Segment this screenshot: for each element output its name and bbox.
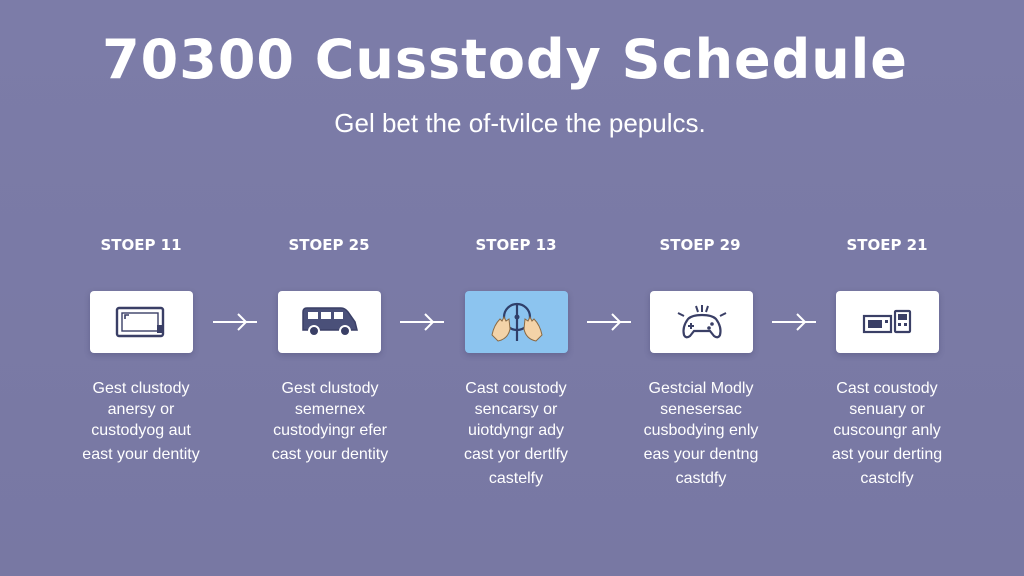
step-description-1: Gest clustody anersy or custodyog aut ea… bbox=[51, 378, 231, 465]
arrow-icon bbox=[587, 313, 631, 331]
desc-line: cuscoungr anly bbox=[833, 422, 941, 439]
step-label-2: STOEP 25 bbox=[288, 236, 370, 254]
desc-line: cusbodying enly bbox=[643, 422, 759, 439]
hands-icon bbox=[490, 302, 543, 342]
arrow-icon bbox=[772, 313, 816, 331]
desc-line: castdfy bbox=[675, 470, 727, 487]
page-subtitle: Gel bet the of-tvilce the pepulcs. bbox=[334, 108, 706, 138]
desc-line: custodyingr efer bbox=[273, 422, 387, 439]
step-description-5: Cast coustody senuary or cuscoungr anly … bbox=[797, 378, 977, 489]
step-description-3: Cast coustody sencarsy or uiotdyngr ady … bbox=[426, 378, 606, 489]
desc-line: sencarsy or bbox=[474, 401, 558, 418]
desc-line: east your dentity bbox=[82, 446, 200, 463]
step-label-4: STOEP 29 bbox=[659, 236, 741, 254]
van-icon bbox=[301, 307, 358, 337]
step-card-3[interactable] bbox=[465, 291, 568, 353]
desc-line: castclfy bbox=[860, 470, 914, 487]
desc-line: Gest clustody bbox=[281, 380, 379, 397]
desc-line: ast your derting bbox=[831, 446, 943, 463]
desc-line: anersy or bbox=[107, 401, 175, 418]
desc-line: semernex bbox=[294, 401, 366, 418]
desc-line: Gest clustody bbox=[92, 380, 190, 397]
page-title: 70300 Cusstody Schedule bbox=[102, 28, 908, 91]
desc-line: senuary or bbox=[849, 401, 925, 418]
desc-line: Cast coustody bbox=[836, 380, 938, 397]
desc-line: senesersac bbox=[660, 401, 742, 418]
tablet-icon bbox=[115, 306, 164, 338]
desc-line: cast yor dertlfy bbox=[463, 446, 569, 463]
devices-icon bbox=[862, 309, 911, 334]
desc-line: cast your dentity bbox=[271, 446, 389, 463]
gamepad-icon bbox=[677, 305, 726, 339]
step-label-5: STOEP 21 bbox=[846, 236, 928, 254]
desc-line: uiotdyngr ady bbox=[467, 422, 565, 439]
step-description-4: Gestcial Modly senesersac cusbodying enl… bbox=[611, 378, 791, 489]
step-label-3: STOEP 13 bbox=[475, 236, 557, 254]
step-label-1: STOEP 11 bbox=[100, 236, 182, 254]
arrow-icon bbox=[213, 313, 257, 331]
step-card-4[interactable] bbox=[650, 291, 753, 353]
step-description-2: Gest clustody semernex custodyingr efer … bbox=[240, 378, 420, 465]
step-card-1[interactable] bbox=[90, 291, 193, 353]
desc-line: custodyog aut bbox=[91, 422, 191, 439]
desc-line: Cast coustody bbox=[465, 380, 567, 397]
desc-line: castelfy bbox=[488, 470, 544, 487]
step-card-5[interactable] bbox=[836, 291, 939, 353]
desc-line: eas your dentng bbox=[643, 446, 759, 463]
arrow-icon bbox=[400, 313, 444, 331]
step-card-2[interactable] bbox=[278, 291, 381, 353]
desc-line: Gestcial Modly bbox=[648, 380, 754, 397]
